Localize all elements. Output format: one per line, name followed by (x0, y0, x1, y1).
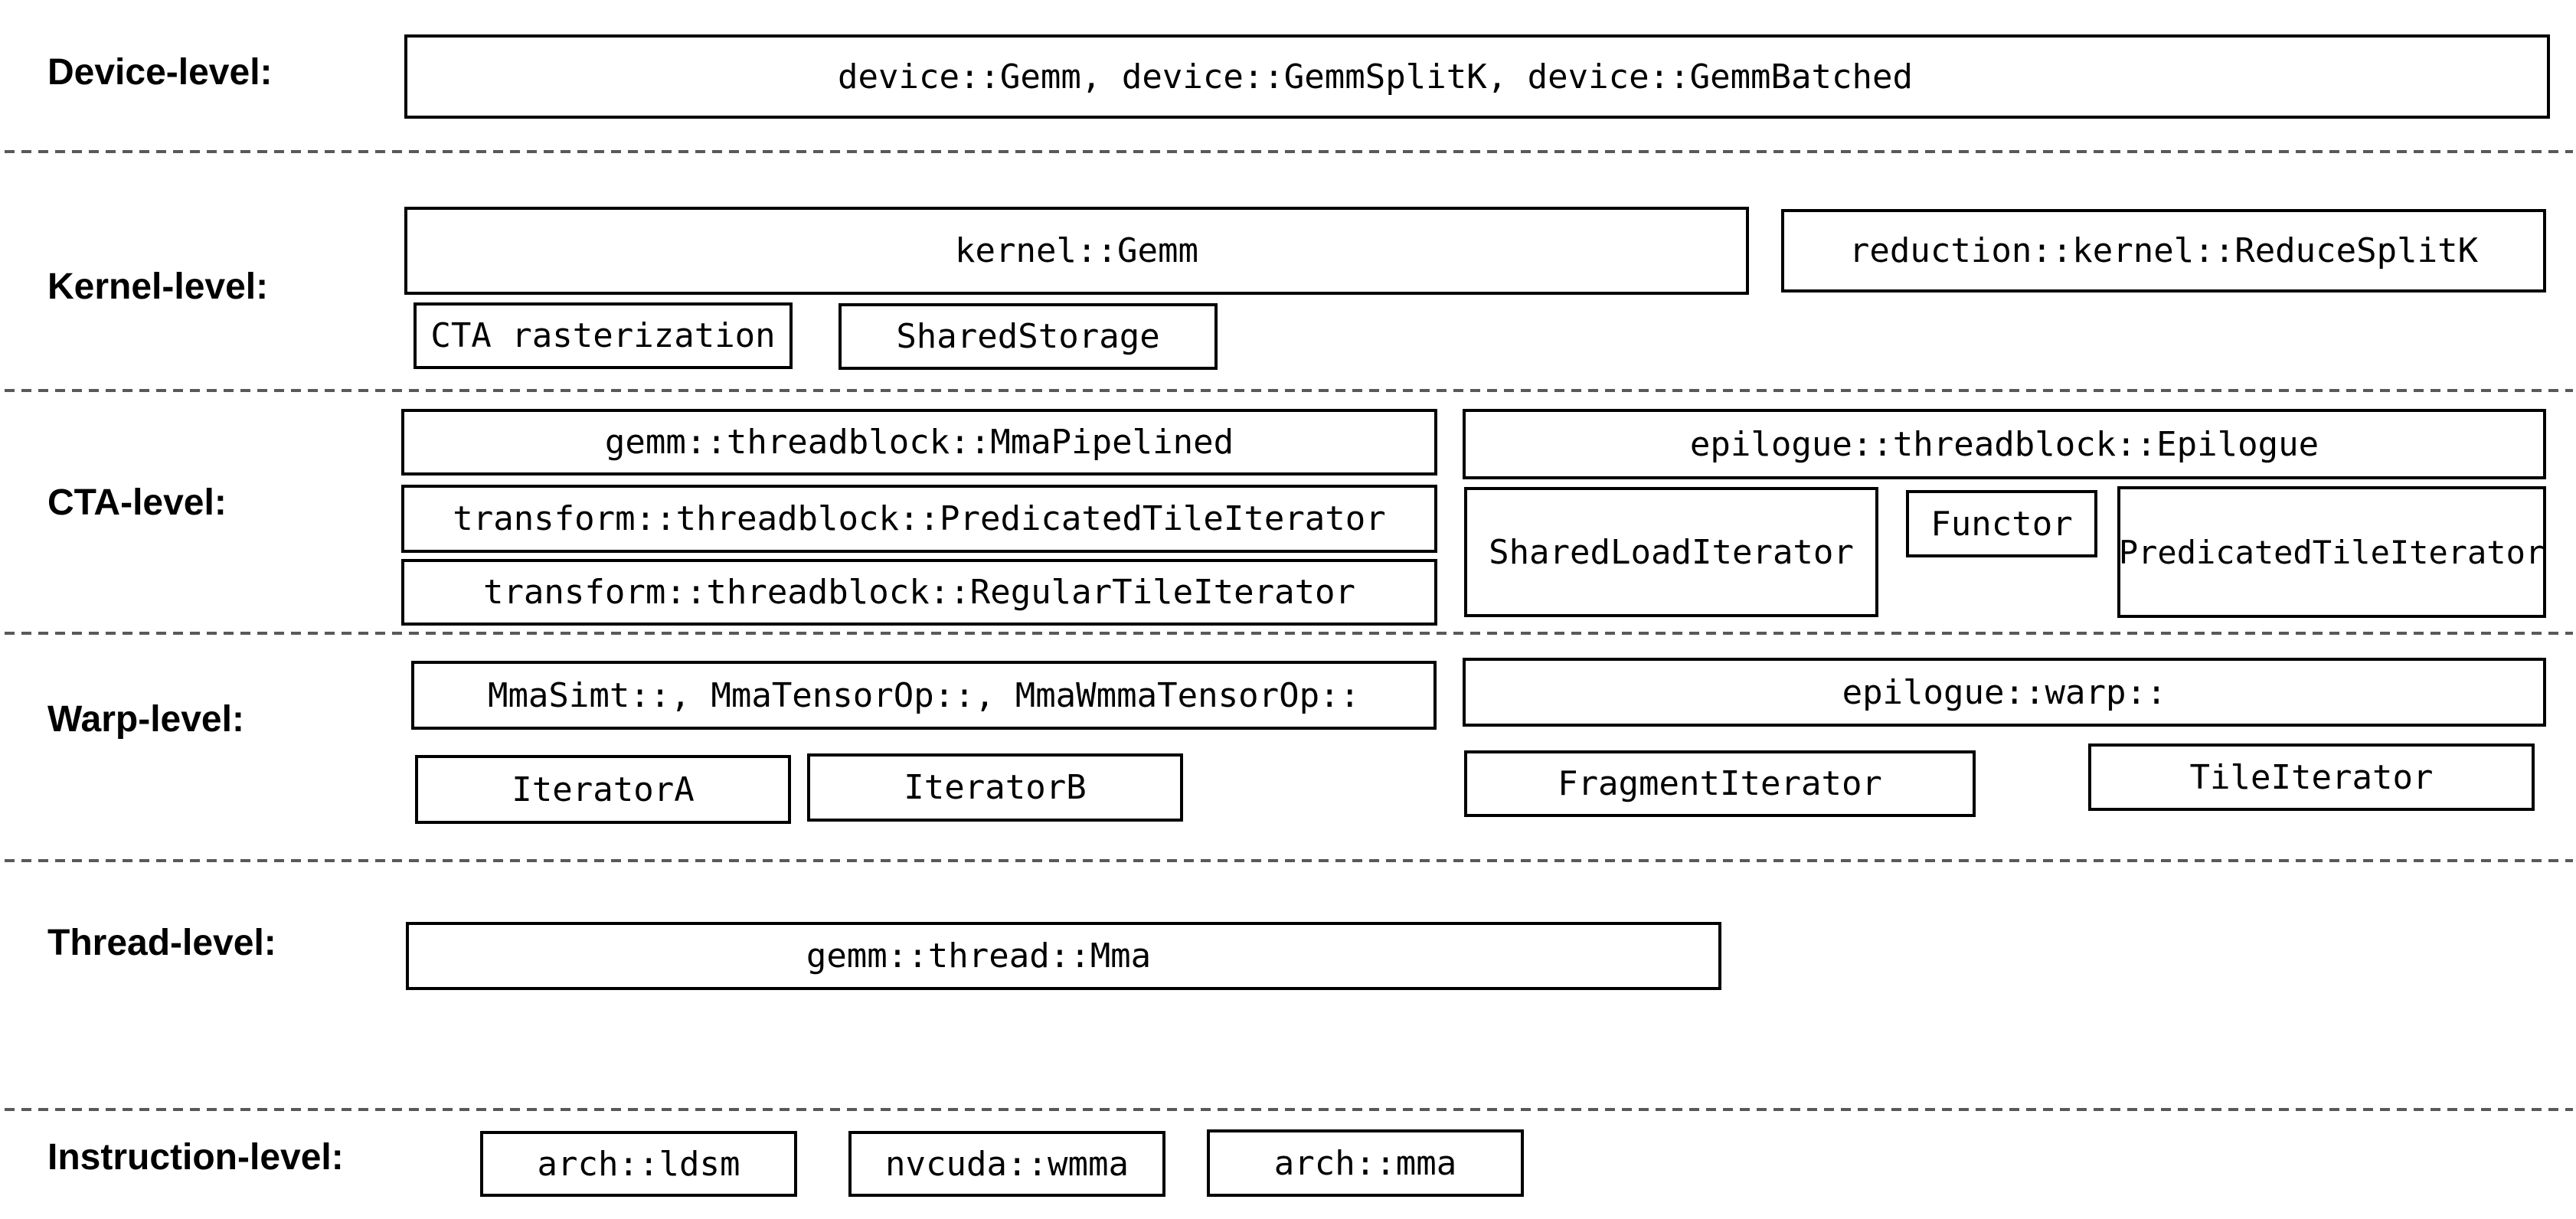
level-label-device: Device-level: (47, 52, 273, 93)
box-gemm-thread-mma: gemm::thread::Mma (406, 922, 1721, 990)
box-tileiterator: TileIterator (2088, 743, 2535, 811)
box-transform-threadblock-regulartileiterator: transform::threadblock::RegularTileItera… (401, 559, 1437, 626)
box-kernel-gemm: kernel::Gemm (404, 207, 1749, 295)
box-arch-mma: arch::mma (1207, 1129, 1524, 1197)
level-label-thread: Thread-level: (47, 923, 276, 963)
level-label-kernel: Kernel-level: (47, 266, 269, 307)
box-nvcuda-wmma: nvcuda::wmma (848, 1131, 1165, 1197)
separator-line-3 (5, 632, 2573, 635)
box-functor: Functor (1906, 490, 2097, 557)
box-epilogue-threadblock-epilogue: epilogue::threadblock::Epilogue (1463, 409, 2546, 479)
box-gemm-threadblock-mmapipelined: gemm::threadblock::MmaPipelined (401, 409, 1437, 476)
separator-line-4 (5, 859, 2573, 862)
separator-line-5 (5, 1108, 2573, 1111)
box-warp-mma-ops: MmaSimt::, MmaTensorOp::, MmaWmmaTensorO… (411, 661, 1437, 730)
box-sharedstorage: SharedStorage (839, 303, 1218, 370)
level-label-cta: CTA-level: (47, 482, 227, 523)
box-predicatedtileiterator: PredicatedTileIterator (2117, 486, 2546, 618)
separator-line-1 (5, 150, 2573, 153)
box-iteratora: IteratorA (415, 755, 791, 824)
box-iteratorb: IteratorB (807, 753, 1183, 822)
box-device-apis: device::Gemm, device::GemmSplitK, device… (404, 34, 2550, 119)
separator-line-2 (5, 389, 2573, 392)
level-label-warp: Warp-level: (47, 699, 244, 740)
box-reduction-kernel-reducesplitk: reduction::kernel::ReduceSplitK (1781, 209, 2546, 292)
box-epilogue-warp: epilogue::warp:: (1463, 658, 2546, 727)
box-cta-rasterization: CTA rasterization (414, 302, 793, 369)
box-fragmentiterator: FragmentIterator (1464, 750, 1976, 817)
box-transform-threadblock-predicatedtileiterator: transform::threadblock::PredicatedTileIt… (401, 485, 1437, 553)
box-sharedloaditerator: SharedLoadIterator (1464, 487, 1878, 617)
box-arch-ldsm: arch::ldsm (480, 1131, 797, 1197)
level-label-instruction: Instruction-level: (47, 1137, 344, 1178)
